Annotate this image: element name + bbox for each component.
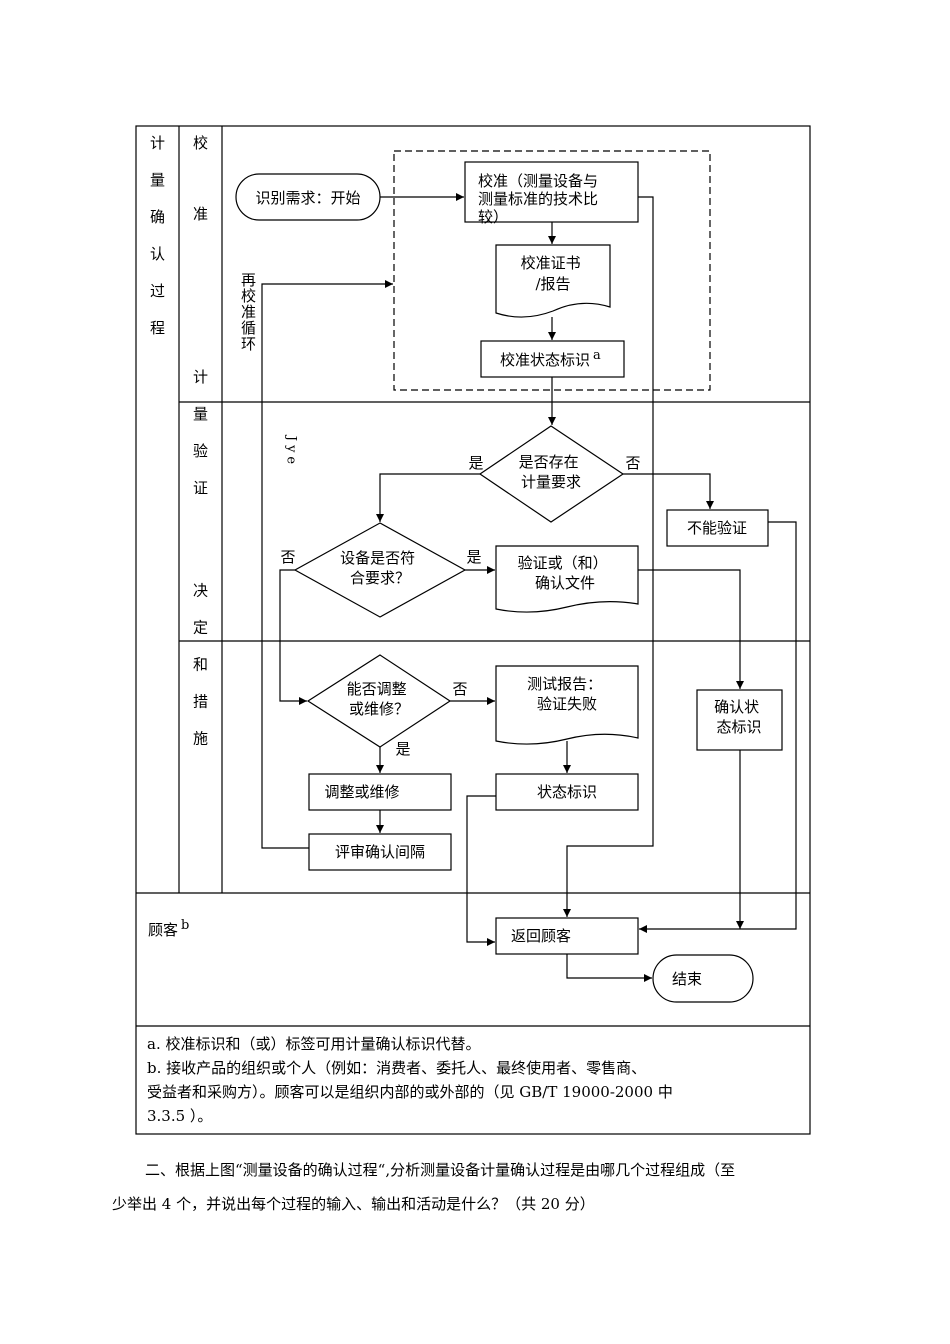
- test-report-text: 测试报告： 验证失败: [527, 675, 607, 713]
- recalibration-loop: [261, 280, 393, 849]
- yes-label: 是: [466, 548, 481, 566]
- certificate-text: 校准证书 /报告: [521, 254, 586, 293]
- question-line-1: 二、根据上图“测量设备的确认过程“,分析测量设备计量确认过程是由哪几个过程组成（…: [145, 1161, 736, 1179]
- table-frame: [135, 125, 811, 1135]
- calibrate-text: 校准（测量设备与 测量标准的技术比 较）: [478, 172, 603, 226]
- calibration-group: [393, 150, 711, 391]
- start-text: 识别需求：开始: [255, 189, 360, 207]
- calibrate-to-return: [563, 196, 654, 917]
- meets-req-diamond: [293, 522, 467, 618]
- test-report-doc: [495, 665, 639, 745]
- adjust-text: 调整或维修: [324, 783, 399, 801]
- yes-label: 是: [468, 454, 483, 472]
- cannot-verify-box: [666, 509, 769, 547]
- end-terminal: [652, 954, 754, 1003]
- end-text: 结束: [672, 970, 702, 988]
- recal-loop-label: 再校准循环: [239, 272, 257, 352]
- review-text: 评审确认间隔: [335, 843, 425, 861]
- meets-req-text: 设备是否符 合要求？: [340, 549, 420, 587]
- no-label: 否: [625, 454, 640, 472]
- cannot-verify-text: 不能验证: [687, 519, 747, 537]
- question-text: 二、根据上图“测量设备的确认过程“,分析测量设备计量确认过程是由哪几个过程组成（…: [112, 1153, 852, 1221]
- verify-doc: [495, 545, 639, 613]
- outer-lane-label: 计量确认过程: [148, 135, 166, 357]
- cannot-verify-to-return: [639, 521, 797, 933]
- yes-label: 是: [395, 740, 410, 758]
- footnotes: a. 校准标识和（或）标签可用计量确认标识代替。 b. 接收产品的组织或个人（例…: [147, 1032, 802, 1128]
- verification-lane-label: 计量验证: [191, 369, 209, 517]
- has-req-no-flow: [623, 473, 714, 509]
- footnote-b: b. 接收产品的组织或个人（例如：消费者、委托人、最终使用者、零售商、: [147, 1059, 647, 1077]
- calibration-lane-label: 校准: [191, 135, 209, 277]
- jye-label: Jye: [284, 434, 299, 468]
- review-box: [308, 833, 452, 871]
- status-to-return: [466, 795, 496, 946]
- has-req-yes-flow: [376, 473, 480, 522]
- meets-req-no-flow: [279, 569, 307, 705]
- no-label: 否: [280, 548, 295, 566]
- status-id-box: [495, 773, 639, 811]
- return-to-end: [566, 954, 652, 982]
- has-req-diamond: [478, 425, 625, 523]
- can-adjust-text: 能否调整 或维修？: [347, 680, 412, 718]
- decision-lane-label: 决定和措施: [191, 583, 209, 768]
- has-req-text: 是否存在 计量要求: [519, 453, 584, 491]
- confirm-status-text: 确认状 态标识: [714, 698, 764, 736]
- status-id-text: 状态标识: [537, 783, 597, 801]
- verify-doc-to-confirm: [638, 569, 744, 689]
- footnote-b-end: 3.3.5 ）。: [147, 1107, 213, 1125]
- verify-doc-text: 验证或（和） 确认文件: [518, 554, 613, 592]
- no-label: 否: [452, 680, 467, 698]
- footnote-b-cont: 受益者和采购方）。顾客可以是组织内部的或外部的（见 GB/T 19000-200…: [147, 1083, 673, 1101]
- question-line-2: 少举出 4 个，并说出每个过程的输入、输出和活动是什么？（共 20 分）: [112, 1195, 595, 1213]
- footnote-a: a. 校准标识和（或）标签可用计量确认标识代替。: [147, 1035, 481, 1053]
- return-text: 返回顾客: [511, 927, 571, 945]
- certificate-doc: [495, 244, 611, 318]
